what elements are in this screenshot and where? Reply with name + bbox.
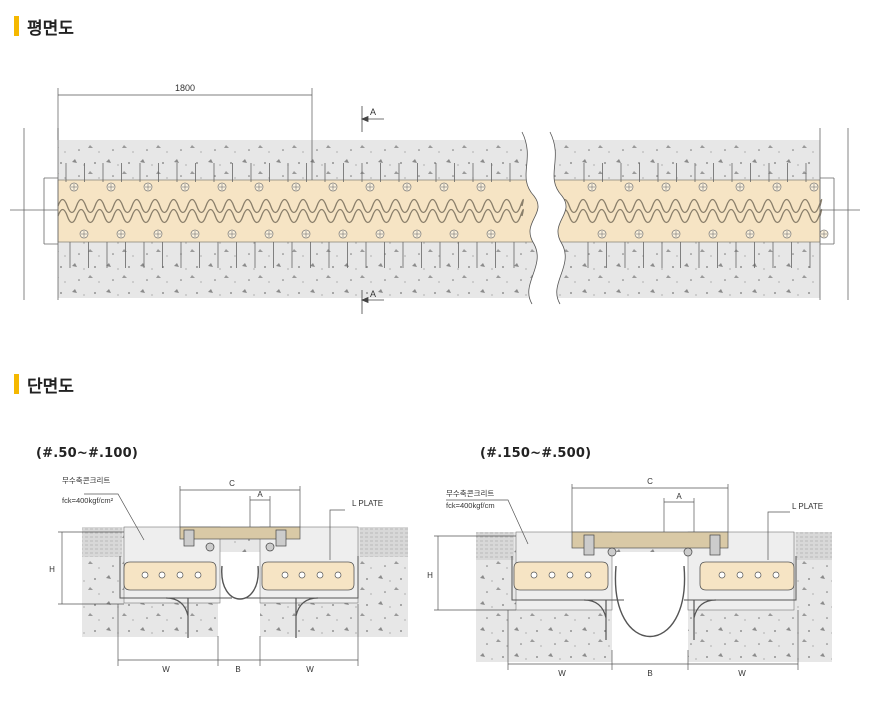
left-concrete-spec: fck=400kgf/cm² [62,496,114,505]
right-rebar-circles [530,571,780,579]
left-dimensions [58,486,359,666]
left-gap [218,552,260,637]
plan-title: 평면도 [27,18,74,39]
plan-dimension [57,88,313,180]
left-cover-plate [179,526,301,540]
left-rubber-block-right [261,561,355,591]
left-pavement-right [360,527,408,557]
accent-bar [14,16,19,36]
plan-view: 1800 A A [10,83,860,314]
wave-upper [559,198,823,214]
plan-dimension-label: 1800 [175,83,195,93]
right-concrete-spec: fck=400kgf/cm [446,501,495,510]
right-seal-loop [614,565,686,637]
right-anchor-bolts [583,534,721,557]
right-rubber-block-left [513,561,609,591]
plan-anchors-bottom [69,242,811,268]
wave-lower [559,208,823,224]
left-l-plates [119,556,359,599]
left-dim-H: H [49,565,55,574]
section-mark-top [360,106,384,132]
left-pavement-left [82,527,122,557]
plan-break-gap [522,132,567,304]
right-plate-label: L PLATE [792,502,823,511]
right-dim-H: H [427,571,433,580]
plan-bolts [69,182,829,239]
left-plate-label: L PLATE [352,499,383,508]
section-mark-bottom [360,290,384,314]
section-mark-bottom-label: A [370,289,376,299]
wave-lower [57,208,524,224]
plan-header: 평면도 [14,14,74,39]
left-anchor-bolts [183,529,287,552]
left-rubber-block-left [123,561,217,591]
section-title: 단면도 [27,376,74,397]
right-section-subtitle: (#.150~#.500) [480,446,592,461]
left-section-view: C A H W B W 무수축콘크리트 fck=400kgf/cm² L PLA… [49,476,408,674]
right-cover-plate [571,531,729,549]
left-dim-C: C [229,479,235,488]
break-line-left [521,131,539,305]
right-dim-B: B [647,669,652,678]
left-rebar-circles [141,571,342,579]
right-gap [612,552,688,662]
right-dim-W-left: W [558,669,566,678]
right-pavement-right [796,532,832,560]
right-dim-C: C [647,477,653,486]
left-concrete-label: 무수축콘크리트 [62,476,110,485]
right-section-view: C A H W B W 무수축콘크리트 fck=400kgf/cm L PLAT… [427,477,832,678]
right-dim-W-right: W [738,669,746,678]
accent-bar [14,374,19,394]
left-dim-W-right: W [306,665,314,674]
right-rubber-block-right [699,561,795,591]
plan-expansion-wave [57,198,823,224]
left-section-subtitle: (#.50~#.100) [36,446,139,461]
section-mark-top-label: A [370,107,376,117]
right-anchor-bars [583,599,717,640]
right-dim-A: A [676,492,682,501]
right-dimensions [434,484,799,670]
plan-anchors-top [65,163,807,182]
wave-upper [57,198,524,214]
left-dim-A: A [257,490,263,499]
left-dim-B: B [235,665,240,674]
left-seal-loop [221,565,259,600]
left-dim-W-left: W [162,665,170,674]
right-pavement-left [476,532,514,560]
right-concrete-label: 무수축콘크리트 [446,489,494,498]
plan-end-brackets [10,128,860,300]
left-anchor-bars [165,597,319,638]
break-line-right [549,131,567,305]
section-header: 단면도 [14,372,74,397]
